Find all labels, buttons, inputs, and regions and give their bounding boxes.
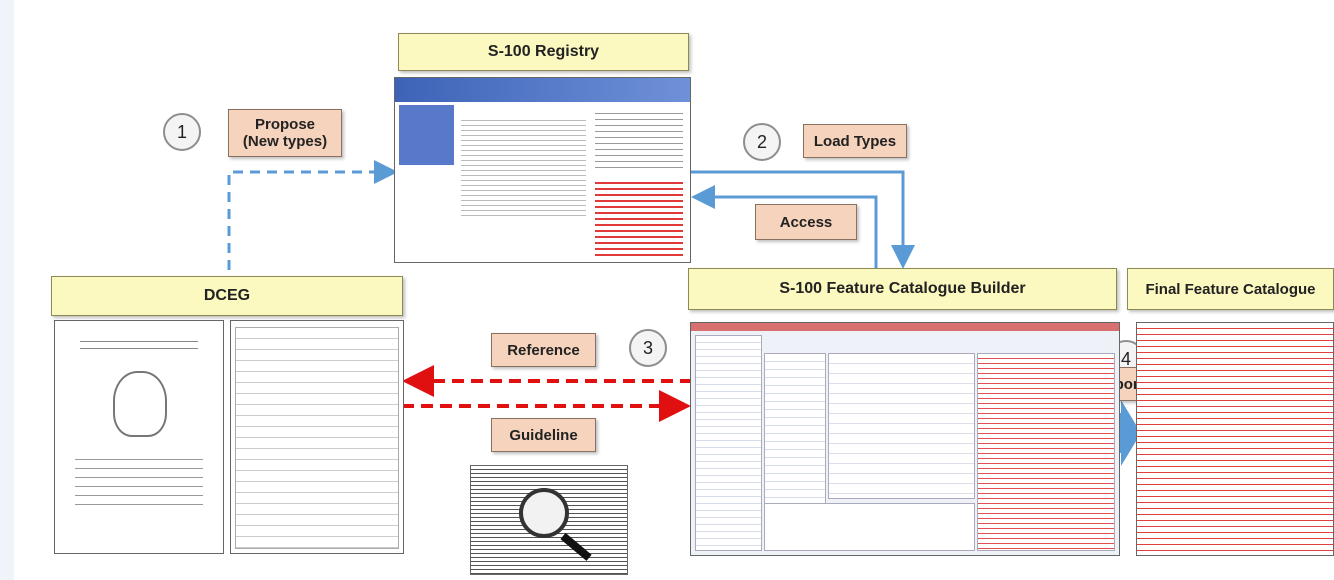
access-label: Access	[755, 204, 857, 240]
load-types-label: Load Types	[803, 124, 907, 158]
reference-label: Reference	[491, 333, 596, 367]
builder-xml-panel	[977, 353, 1115, 551]
builder-left-panel	[695, 335, 762, 551]
cover-subtitle-lines	[75, 451, 203, 511]
final-catalogue-screenshot	[1136, 322, 1334, 556]
step-2-circle: 2	[743, 123, 781, 161]
propose-label: Propose (New types)	[228, 109, 342, 157]
dceg-table-page	[230, 320, 404, 554]
magnifier-icon	[519, 488, 569, 538]
final-title-box: Final Feature Catalogue	[1127, 268, 1334, 310]
registry-screenshot	[394, 77, 691, 263]
iho-emblem-icon	[113, 371, 167, 437]
step-1-circle: 1	[163, 113, 201, 151]
builder-screenshot	[690, 322, 1120, 556]
dceg-cover-page	[54, 320, 224, 554]
dceg-title-box: DCEG	[51, 276, 403, 316]
builder-titlebar	[691, 323, 1119, 331]
builder-definition-panel	[764, 503, 975, 551]
cover-title-lines	[80, 335, 198, 351]
registry-banner	[395, 78, 690, 102]
builder-title-box: S-100 Feature Catalogue Builder	[688, 268, 1117, 310]
step-3-circle: 3	[629, 329, 667, 367]
propose-arrow	[227, 160, 398, 270]
access-arrow	[691, 185, 878, 270]
registry-title-box: S-100 Registry	[398, 33, 689, 71]
registry-red-note	[595, 178, 683, 256]
load-types-arrow	[690, 170, 915, 269]
magnifier-handle	[560, 532, 592, 561]
table-grid	[235, 327, 399, 549]
registry-sidebar	[399, 105, 454, 165]
registry-text-block	[461, 116, 586, 216]
registry-right-text	[595, 108, 683, 168]
newspaper-magnifier-image	[470, 465, 628, 575]
builder-form-panel	[828, 353, 975, 499]
guideline-label: Guideline	[491, 418, 596, 452]
